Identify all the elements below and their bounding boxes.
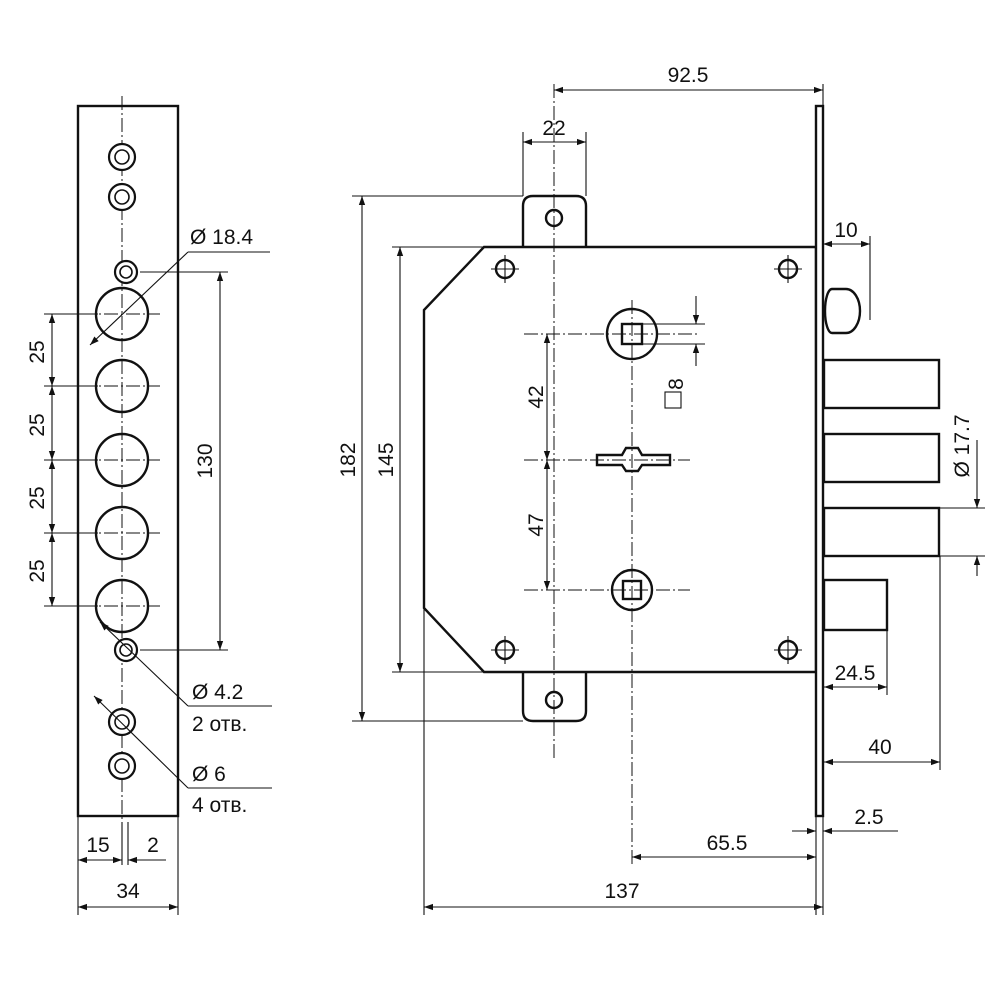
roller-catch <box>823 287 862 335</box>
bottom-dimensions: 65.5 137 <box>423 310 823 915</box>
small-hole-diameter-label: Ø 4.2 <box>192 681 243 704</box>
square-spindle-label: 8 <box>665 378 688 390</box>
bolt-throw-label: 40 <box>868 736 891 759</box>
pitch-dimensions: 25 25 25 25 <box>26 313 98 607</box>
pitch-label-3: 25 <box>26 486 49 509</box>
pitch-label-2: 25 <box>26 413 49 436</box>
case-mounting-holes <box>491 255 802 664</box>
screw-hole-count-label: 4 отв. <box>192 794 247 817</box>
bolt-diameter-label: Ø 17.7 <box>951 414 974 477</box>
spindle-to-key-label: 42 <box>525 385 548 408</box>
bolt-2 <box>822 432 941 484</box>
faceplate-view: 25 25 25 25 130 Ø 18.4 Ø 4.2 2 отв. <box>26 96 272 915</box>
faceplate-width-dimensions: 15 2 34 <box>77 816 179 915</box>
height-total-label: 182 <box>337 442 360 477</box>
keyhole <box>595 446 672 473</box>
vertical-spacing-dimensions: 42 47 <box>525 334 551 590</box>
throw-dimensions: 24.5 40 <box>824 556 941 770</box>
height-body-label: 145 <box>375 442 398 477</box>
offset-right-label: 2 <box>147 834 159 857</box>
plate-thickness-dimension: 2.5 <box>792 806 898 915</box>
latch-throw-label: 24.5 <box>835 662 876 685</box>
small-hole-count-label: 2 отв. <box>192 713 247 736</box>
pitch-label-1: 25 <box>26 340 49 363</box>
big-hole-diameter-label: Ø 18.4 <box>190 226 253 249</box>
span-dimension: 130 <box>140 271 228 651</box>
latch <box>822 578 889 632</box>
top-dimensions: 92.5 22 10 <box>522 64 871 320</box>
faceplate-width-label: 34 <box>116 880 140 903</box>
depth-total-label: 137 <box>604 880 639 903</box>
bolt-1 <box>822 358 941 410</box>
plate-thickness-top-label: 10 <box>834 219 857 242</box>
front-plate <box>814 104 825 818</box>
offset-left-label: 15 <box>86 834 109 857</box>
plate-thickness-label: 2.5 <box>854 806 883 829</box>
big-hole-callout: Ø 18.4 <box>89 226 270 346</box>
bolt-3 <box>822 506 941 558</box>
faceplate-screw-holes <box>107 142 139 781</box>
bolt-diameter-dimension: Ø 17.7 <box>940 414 985 576</box>
backset-label: 65.5 <box>707 832 748 855</box>
square-spindle-callout: 8 <box>642 296 705 409</box>
small-hole-callout: Ø 4.2 2 отв. <box>99 621 272 736</box>
ear-width-label: 22 <box>542 117 565 140</box>
lock-body-view: 8 42 47 182 145 92.5 22 <box>337 64 985 915</box>
bottom-mounting-ear <box>521 672 588 723</box>
pitch-label-4: 25 <box>26 559 49 582</box>
screw-hole-callout: Ø 6 4 отв. <box>93 695 272 817</box>
faceplate-outline <box>76 104 180 818</box>
backset-to-plate-label: 92.5 <box>668 64 709 87</box>
span-label: 130 <box>194 443 217 478</box>
height-dimensions: 182 145 <box>337 195 523 722</box>
key-to-cylinder-label: 47 <box>525 513 548 536</box>
screw-hole-diameter-label: Ø 6 <box>192 763 226 786</box>
